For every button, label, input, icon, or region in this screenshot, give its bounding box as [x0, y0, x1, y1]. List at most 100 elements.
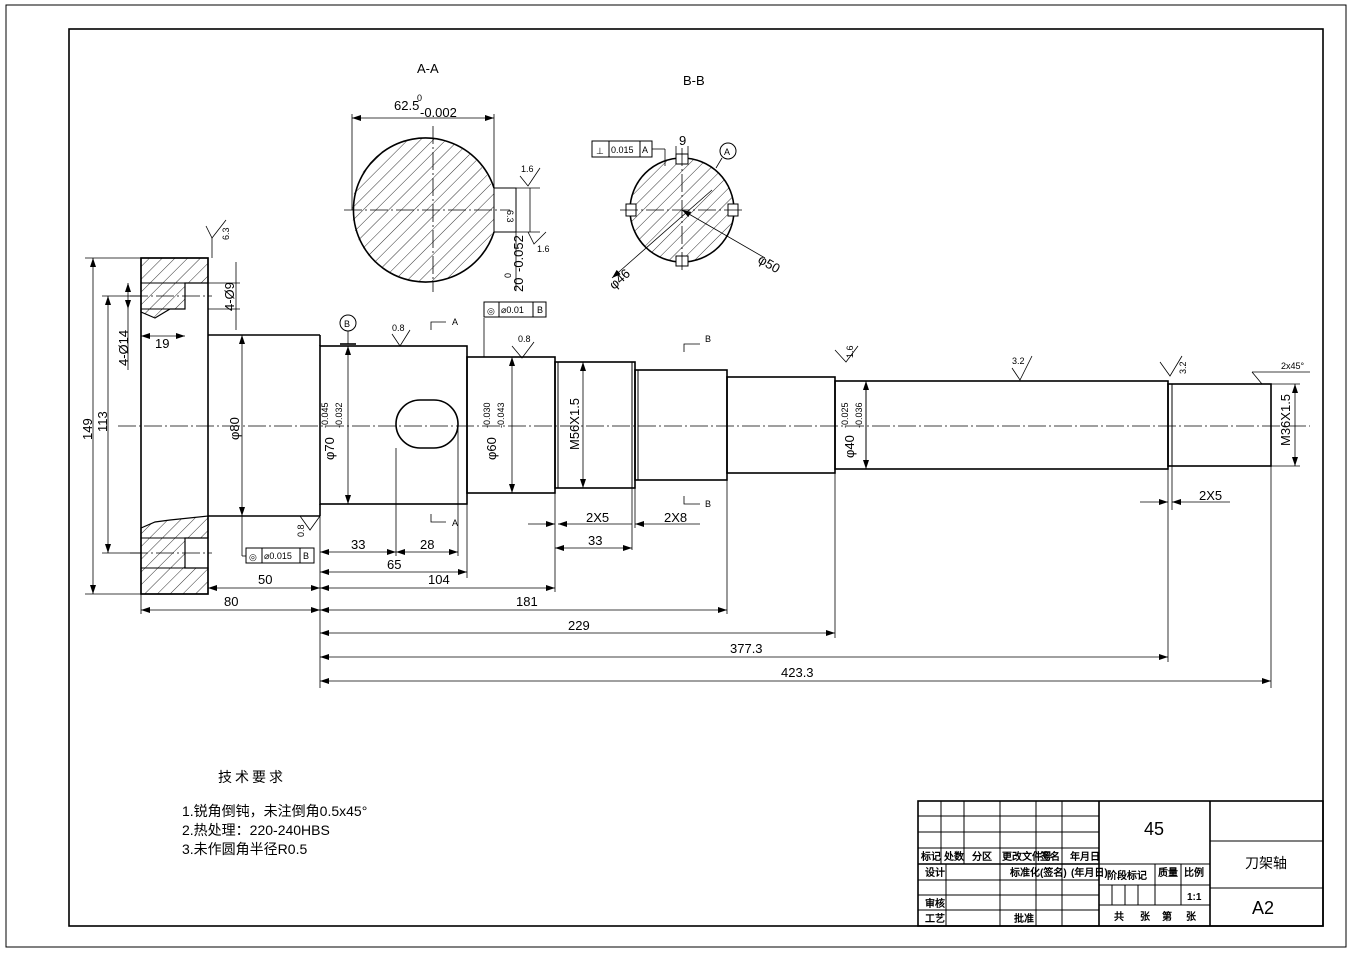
inner-frame: [68, 28, 1324, 927]
bb-key-width: 9: [679, 133, 686, 148]
section-aa: A-A 62.5 0 -0.002 1.6 6.3 1.6 20 0 -0.05…: [344, 61, 550, 292]
aa-depth-tol-upper: 0: [503, 273, 513, 278]
shaft-dia-70: φ70: [322, 437, 337, 460]
svg-text:分区: 分区: [972, 850, 992, 863]
aa-depth-tol-lower: -0.052: [511, 235, 526, 272]
outer-border: [5, 4, 1347, 948]
svg-text:质量: 质量: [1158, 866, 1178, 879]
shaft-groove-3: 2X5: [1199, 488, 1222, 503]
bb-dia-inner: φ46: [606, 266, 633, 292]
svg-text:张: 张: [1140, 910, 1151, 923]
flange-dia-hub: φ80: [227, 417, 242, 440]
shaft-section-b-top: B: [705, 334, 711, 344]
dim-65: 65: [387, 557, 401, 572]
note-1: 1.锐角倒钝，未注倒角0.5x45°: [182, 803, 367, 819]
flange-holes-small: 4-Ø9: [222, 282, 237, 311]
shaft-thread-56: M56X1.5: [567, 398, 582, 450]
svg-text:共: 共: [1114, 910, 1124, 923]
shaft: B 0.8 A A ◎ ⌀0.01 B 0.8 B B 1.6 3.2 3.2 …: [319, 301, 1310, 550]
shaft-dia-40: φ40: [842, 435, 857, 458]
shaft-rough-5: 3.2: [1178, 361, 1188, 374]
part-name: 刀架轴: [1245, 855, 1287, 871]
dim-423: 423.3: [781, 665, 814, 680]
flange-dia-outer: 149: [80, 418, 95, 440]
svg-text:◎: ◎: [249, 552, 257, 562]
svg-text:更改文件号: 更改文件号: [1002, 850, 1052, 863]
shaft-datum-b: B: [344, 319, 350, 329]
shaft-dia-60: φ60: [484, 437, 499, 460]
shaft-runout-value: ⌀0.01: [501, 305, 524, 315]
shaft-section-a-bottom: A: [452, 518, 458, 528]
svg-text:处数: 处数: [943, 850, 965, 863]
shaft-groove-1: 2X5: [586, 510, 609, 525]
keyway-slot: [395, 399, 459, 449]
dim-50: 50: [258, 572, 272, 587]
shaft-dia-60-tol-lower: -0.043: [496, 402, 506, 428]
svg-text:阶段标记: 阶段标记: [1107, 869, 1147, 882]
svg-text:标记: 标记: [920, 850, 941, 863]
dim-377: 377.3: [730, 641, 763, 656]
dim-33b: 33: [588, 533, 602, 548]
svg-text:批准: 批准: [1014, 912, 1034, 925]
shaft-dia-70-tol-upper: -0.045: [320, 402, 330, 428]
flange-holes-large: 4-Ø14: [116, 330, 131, 366]
svg-text:年月日: 年月日: [1070, 850, 1100, 863]
svg-text:标准化: 标准化: [1009, 866, 1040, 879]
shaft-rough-1: 0.8: [392, 323, 405, 333]
title-block: 标记 处数 分区 更改文件号 签名 年月日 设计 标准化 (签名) (年月日) …: [917, 800, 1324, 927]
note-2: 2.热处理：220-240HBS: [182, 822, 330, 838]
dim-229: 229: [568, 618, 590, 633]
shaft-section-b-bottom: B: [705, 499, 711, 509]
aa-width-tol-lower: -0.002: [420, 105, 457, 120]
section-bb: B-B 9 ⊥ 0.015 A A φ50 φ46: [591, 73, 783, 292]
dim-80: 80: [224, 594, 238, 609]
aa-width-dim: 62.5: [394, 98, 419, 113]
bb-tol-ref: A: [642, 145, 648, 155]
svg-text:签名: 签名: [1039, 850, 1060, 863]
flange-runout-value: ⌀0.015: [264, 551, 292, 561]
shaft-section-a-top: A: [452, 317, 458, 327]
svg-text:⊥: ⊥: [596, 146, 604, 156]
shaft-rough-3: 1.6: [845, 345, 855, 358]
flange-counterbore-depth: 19: [155, 336, 169, 351]
material: 45: [1144, 819, 1164, 839]
bb-tol-value: 0.015: [611, 145, 634, 155]
flange-dia-bolt-circle: 113: [95, 411, 110, 432]
notes-title: 技术要求: [218, 769, 286, 785]
shaft-dia-60-tol-upper: -0.030: [482, 402, 492, 428]
dim-104: 104: [428, 572, 450, 587]
bb-datum: A: [724, 147, 730, 157]
svg-text:比例: 比例: [1184, 866, 1204, 879]
shaft-rough-2: 0.8: [518, 334, 531, 344]
svg-text:◎: ◎: [487, 306, 495, 316]
svg-text:审核: 审核: [925, 897, 945, 910]
aa-depth-dim: 20: [511, 278, 526, 292]
section-bb-label: B-B: [683, 73, 705, 88]
flange-rough: 6.3: [221, 227, 231, 240]
note-3: 3.未作圆角半径R0.5: [182, 841, 307, 857]
svg-text:张: 张: [1186, 910, 1197, 923]
shaft-thread-36: M36X1.5: [1278, 394, 1293, 446]
shaft-dia-40-tol-lower: -0.036: [854, 402, 864, 428]
aa-rough-side: 6.3: [505, 210, 515, 223]
dim-33a: 33: [351, 537, 365, 552]
technical-notes: 技术要求 1.锐角倒钝，未注倒角0.5x45° 2.热处理：220-240HBS…: [182, 769, 367, 857]
scale-value: 1:1: [1187, 892, 1202, 903]
shaft-dia-40-tol-upper: -0.025: [840, 402, 850, 428]
svg-text:(年月日): (年月日): [1071, 866, 1108, 879]
shaft-dia-70-tol-lower: -0.032: [334, 402, 344, 428]
section-aa-label: A-A: [417, 61, 439, 76]
shaft-chamfer: 2x45°: [1281, 361, 1305, 371]
svg-text:第: 第: [1162, 910, 1172, 923]
aa-rough-top: 1.6: [521, 164, 534, 174]
dimension-chain: 33 28 33 65 50 104 80 181 229 377.3 423.…: [140, 424, 1272, 688]
svg-text:(签名): (签名): [1040, 866, 1067, 879]
svg-text:工艺: 工艺: [925, 912, 945, 925]
flange: 149 113 4-Ø14 4-Ø9 19 6.3 φ80 0.8 ◎ ⌀0.0…: [80, 219, 321, 595]
svg-text:设计: 设计: [925, 866, 945, 879]
shaft-runout-ref: B: [537, 305, 543, 315]
flange-rough-bottom: 0.8: [296, 524, 306, 537]
shaft-rough-4: 3.2: [1012, 356, 1025, 366]
dim-28: 28: [420, 537, 434, 552]
